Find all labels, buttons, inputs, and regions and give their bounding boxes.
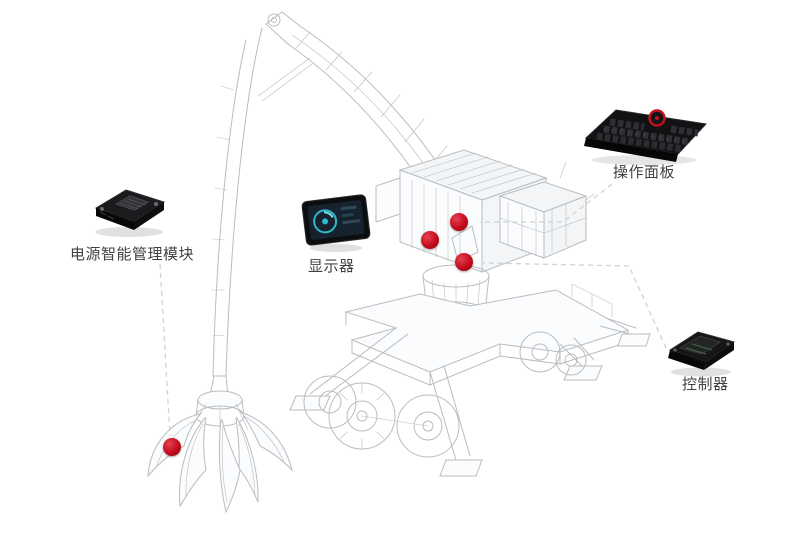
undercarriage [289,283,651,477]
label-controller: 控制器 [682,376,729,393]
label-power-module: 电源智能管理模块 [70,246,195,263]
arm [211,27,313,377]
controller-image [662,320,740,385]
hotspot-controller[interactable] [455,253,473,271]
label-control-panel: 操作面板 [613,164,676,181]
connector-line-controller [482,262,667,349]
power-module-image [86,178,172,245]
grab [147,375,293,514]
label-display: 显示器 [308,258,355,275]
hotspot-power-module[interactable] [163,438,181,456]
connector-line-power-module [159,263,171,437]
hotspot-display[interactable] [421,231,439,249]
wheels [303,331,587,458]
hotspot-control-panel[interactable] [450,213,468,231]
control-panel-image [578,96,712,173]
connector-line-control-panel [480,183,613,223]
display-image [298,190,376,261]
